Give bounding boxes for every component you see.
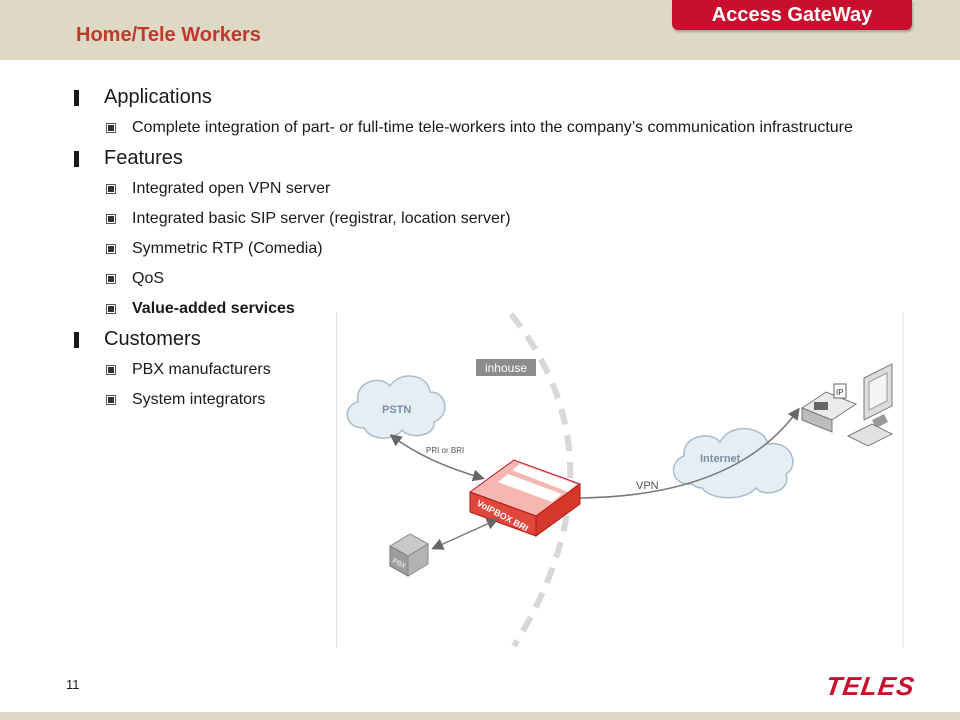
sub-bullet-text: QoS bbox=[132, 270, 165, 287]
footer-band bbox=[0, 712, 960, 720]
sub-bullet-text: Value-added services bbox=[132, 300, 295, 317]
pri-bri-link bbox=[389, 434, 485, 482]
pri-bri-label: PRI or BRI bbox=[426, 446, 464, 455]
square-bullet-icon bbox=[106, 365, 116, 375]
bullet-label: Customers bbox=[104, 328, 201, 350]
pstn-label: PSTN bbox=[382, 404, 411, 416]
sub-bullet: System integrators bbox=[74, 389, 874, 410]
square-bullet-icon bbox=[106, 395, 116, 405]
inhouse-label: inhouse bbox=[485, 361, 527, 375]
internet-label: Internet bbox=[700, 453, 741, 465]
bullet-applications: Applications bbox=[74, 86, 874, 109]
sub-bullet-text: Integrated basic SIP server (registrar, … bbox=[132, 210, 511, 227]
square-bullet-icon bbox=[106, 214, 116, 224]
vpn-label: VPN bbox=[636, 480, 659, 492]
voipbox-device-icon: VoIPBOX BRI bbox=[468, 459, 582, 537]
sub-bullet: Complete integration of part- or full-ti… bbox=[74, 117, 874, 138]
bullet-content: Applications Complete integration of par… bbox=[74, 86, 874, 419]
bullet-marker-icon bbox=[74, 332, 79, 348]
bullet-customers: Customers bbox=[74, 328, 874, 351]
sub-bullet: Integrated open VPN server bbox=[74, 178, 874, 199]
vpn-link bbox=[579, 407, 800, 499]
bullet-label: Applications bbox=[104, 86, 212, 108]
access-gateway-tab: Access GateWay bbox=[672, 0, 912, 30]
sub-bullet: Integrated basic SIP server (registrar, … bbox=[74, 208, 874, 229]
inhouse-boundary bbox=[508, 312, 574, 648]
sub-bullet: QoS bbox=[74, 268, 874, 289]
pbx-link bbox=[431, 518, 499, 550]
square-bullet-icon bbox=[106, 123, 116, 133]
bullet-label: Features bbox=[104, 147, 183, 169]
sub-bullet-text: Complete integration of part- or full-ti… bbox=[132, 119, 853, 136]
pbx-box-icon: PBX bbox=[389, 533, 429, 577]
sub-bullet-text: System integrators bbox=[132, 391, 266, 408]
square-bullet-icon bbox=[106, 274, 116, 284]
sub-bullet: Value-added services bbox=[74, 298, 874, 319]
inhouse-tag: inhouse bbox=[476, 359, 536, 376]
teles-logo: TELES bbox=[823, 671, 917, 701]
sub-bullet: PBX manufacturers bbox=[74, 359, 874, 380]
ip-label: IP bbox=[836, 388, 844, 397]
sub-bullet: Symmetric RTP (Comedia) bbox=[74, 238, 874, 259]
slide-number: 11 bbox=[66, 677, 80, 692]
square-bullet-icon bbox=[106, 304, 116, 314]
bullet-marker-icon bbox=[74, 151, 79, 167]
square-bullet-icon bbox=[106, 184, 116, 194]
pstn-cloud-icon: PSTN bbox=[346, 375, 446, 439]
sub-bullet-text: Integrated open VPN server bbox=[132, 180, 331, 197]
ip-phone-icon: IP bbox=[800, 383, 858, 433]
section-title: Home/Tele Workers bbox=[76, 24, 261, 46]
sub-bullet-text: Symmetric RTP (Comedia) bbox=[132, 240, 323, 257]
internet-cloud-icon: Internet bbox=[672, 427, 794, 499]
square-bullet-icon bbox=[106, 244, 116, 254]
bullet-marker-icon bbox=[74, 90, 79, 106]
network-diagram: inhouse PSTN PRI or BRI Internet VPN VoI… bbox=[336, 312, 904, 648]
sub-bullet-text: PBX manufacturers bbox=[132, 361, 271, 378]
computer-monitor-icon bbox=[846, 363, 894, 447]
bullet-features: Features bbox=[74, 147, 874, 170]
